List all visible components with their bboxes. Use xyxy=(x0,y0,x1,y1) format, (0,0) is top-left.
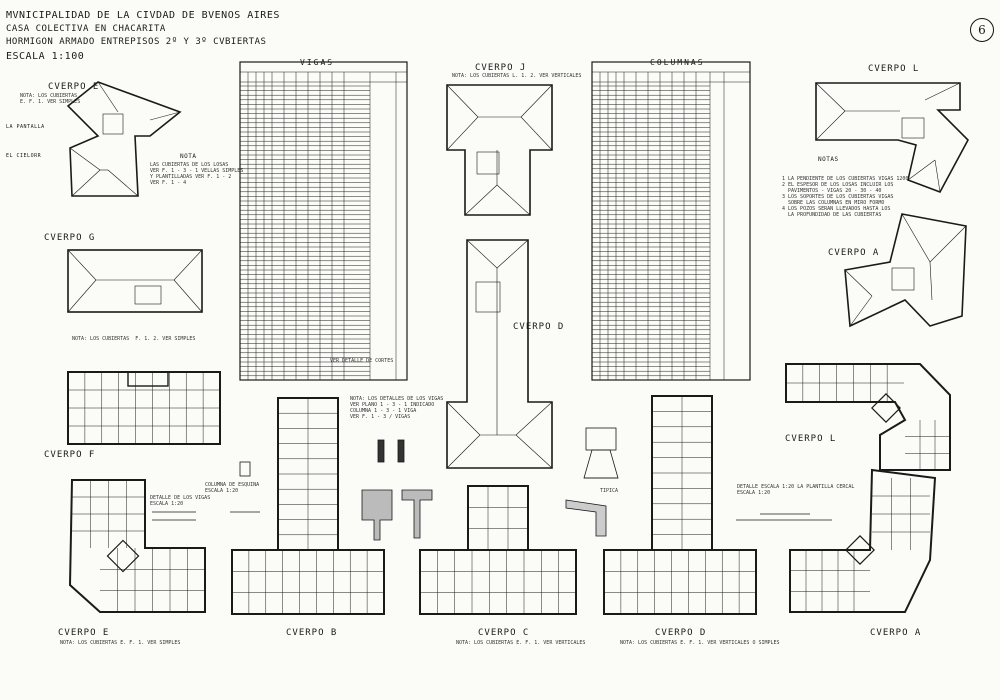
label-plan-f: CVERPO F xyxy=(44,450,96,460)
plate-number-badge: 6 xyxy=(970,18,994,42)
note-plan-d: NOTA: LOS CUBIERTAS E. F. 1. VER VERTICA… xyxy=(620,640,780,646)
note-plan-e: NOTA: LOS CUBIERTAS E. F. 1. VER SIMPLES xyxy=(60,640,181,646)
side-label-cielo: EL CIELORR xyxy=(6,153,42,159)
title-line-3: HORMIGON ARMADO ENTREPISOS 2º Y 3º CVBIE… xyxy=(6,37,267,47)
floor-plan-d xyxy=(603,395,757,615)
title-line-1: MVNICIPALIDAD DE LA CIVDAD DE BVENOS AIR… xyxy=(6,10,280,21)
label-roof-a: CVERPO A xyxy=(828,248,880,258)
roof-plan-a xyxy=(844,213,967,328)
nota-center: NOTA: LOS DETALLES DE LOS VIGAS VER PLAN… xyxy=(350,396,444,420)
floor-plan-a xyxy=(789,468,937,613)
label-roof-j: CVERPO J xyxy=(475,63,527,73)
floor-plan-l xyxy=(785,363,951,471)
columnas-table xyxy=(591,61,751,381)
floor-plan-c xyxy=(419,485,577,615)
label-roof-e: CVERPO E xyxy=(48,82,100,92)
title-line-4: ESCALA 1:100 xyxy=(6,51,85,62)
detail-left2-caption: COLUMNA DE ESQUINA ESCALA 1:20 xyxy=(205,482,260,494)
detail-mid-caption: TIPICA xyxy=(600,488,619,494)
title-line-2: CASA COLECTIVA EN CHACARITA xyxy=(6,24,166,34)
detail-left-caption: DETALLE DE LOS VIGAS ESCALA 1:20 xyxy=(150,495,211,507)
note-plan-c: NOTA: LOS CUBIERTAS E. F. 1. VER VERTICA… xyxy=(456,640,586,646)
floor-plan-f xyxy=(67,371,221,445)
roof-plan-g xyxy=(67,249,203,313)
detail-right-caption: DETALLE ESCALA 1:20 LA PLANTILLA CERCAL … xyxy=(737,484,855,496)
nota-right-title: NOTAS xyxy=(818,156,839,163)
nota-e-top: NOTA: LOS CUBIERTAS E. F. 1. VER SIMPLES xyxy=(20,93,81,105)
label-plan-a: CVERPO A xyxy=(870,628,922,638)
roof-plan-l xyxy=(815,82,969,193)
label-roof-d: CVERPO D xyxy=(513,322,565,332)
label-roof-g: CVERPO G xyxy=(44,233,96,243)
floor-plan-e xyxy=(68,479,206,613)
label-plan-l: CVERPO L xyxy=(785,434,837,444)
roof-plan-j xyxy=(446,84,553,216)
nota-g: NOTA: LOS CUBIERTAS F. 1. 2. VER SIMPLES xyxy=(72,336,196,342)
vigas-table xyxy=(239,61,408,381)
label-plan-e: CVERPO E xyxy=(58,628,110,638)
nota-left-text: LAS CUBIERTAS DE LOS LOSAS VER F. 1 - 3 … xyxy=(150,162,244,186)
nota-j: NOTA: LOS CUBIERTAS L. 1. 2. VER VERTICA… xyxy=(452,73,582,79)
label-plan-d: CVERPO D xyxy=(655,628,707,638)
label-plan-c: CVERPO C xyxy=(478,628,530,638)
side-label-pantalla: LA PANTALLA xyxy=(6,124,45,130)
floor-plan-b xyxy=(231,397,385,615)
roof-plan-e xyxy=(66,81,182,197)
label-plan-b: CVERPO B xyxy=(286,628,338,638)
table-footer-note: VER DETALLE DE CORTES xyxy=(330,358,394,364)
label-roof-l: CVERPO L xyxy=(868,64,920,74)
roof-plan-d xyxy=(446,239,553,469)
detail-sections xyxy=(152,427,832,541)
nota-right-text: 1 LA PENDIENTE DE LOS CUBIERTAS VIGAS 12… xyxy=(782,176,909,218)
nota-left-title: NOTA xyxy=(180,153,197,160)
